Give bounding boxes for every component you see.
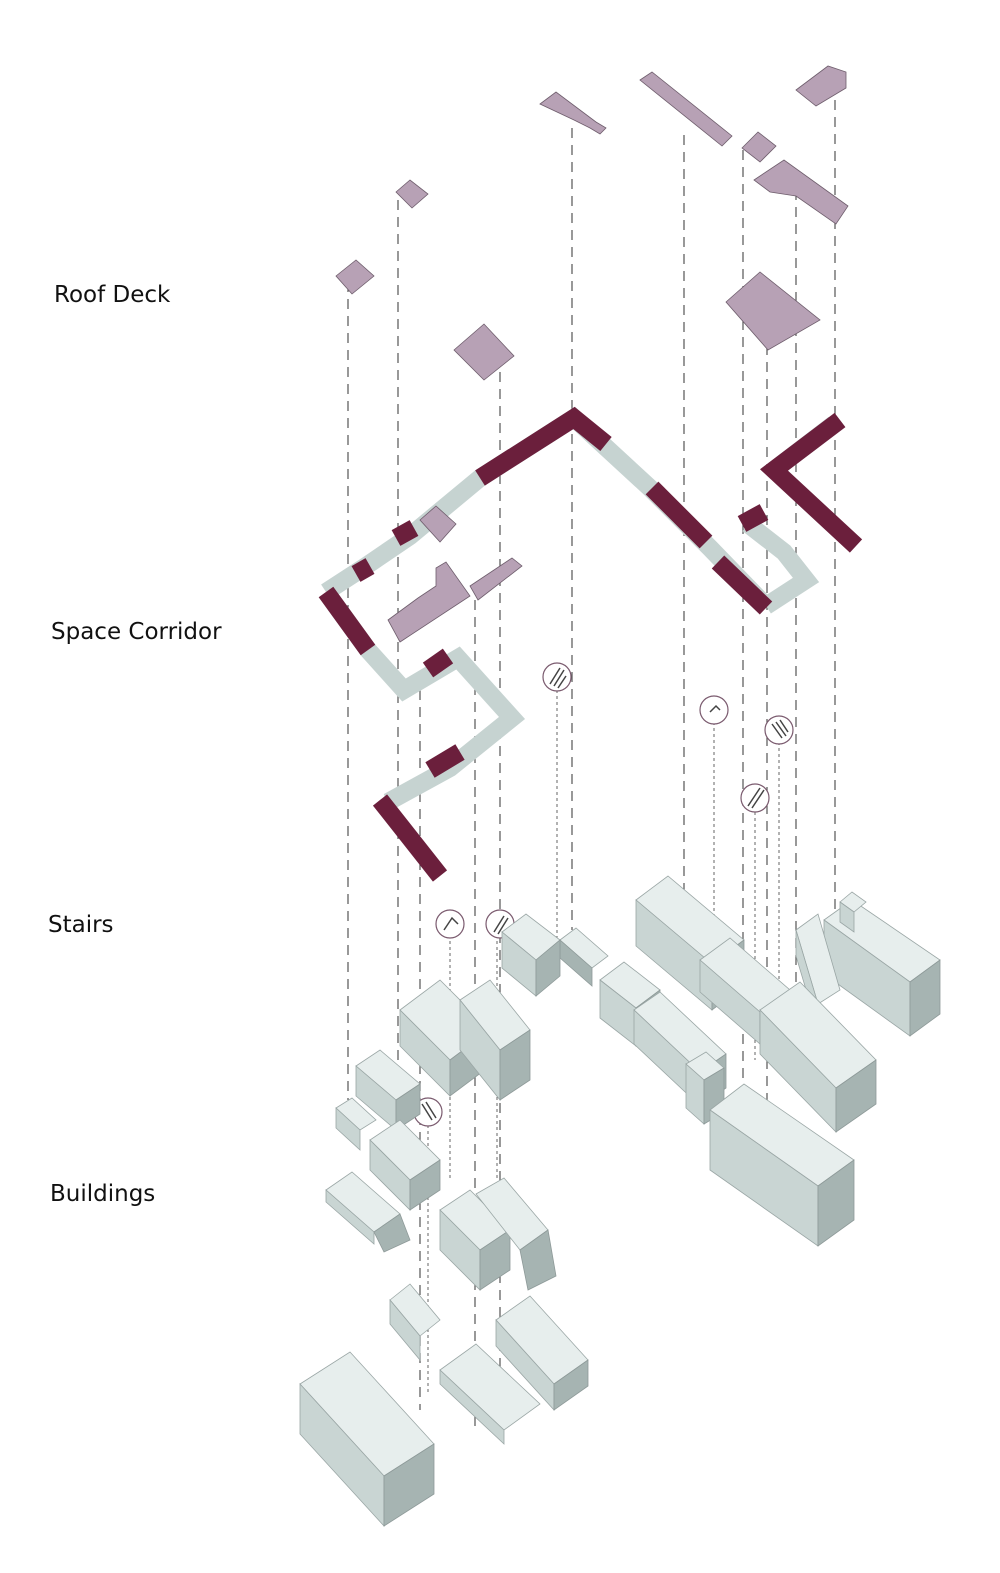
- roof-deck-panel: [725, 271, 821, 351]
- space-corridor-label: Space Corridor: [51, 619, 222, 645]
- building-block: [335, 1097, 377, 1151]
- building-block: [439, 1189, 511, 1291]
- roof-deck-panel: [539, 91, 607, 135]
- building-block: [389, 1283, 441, 1362]
- stair-icon: [699, 695, 729, 725]
- buildings-label: Buildings: [50, 1181, 156, 1207]
- building-block: [495, 1295, 589, 1412]
- roof-deck-panel: [639, 71, 733, 147]
- roof-deck-panel: [795, 65, 847, 107]
- building-block: [709, 1083, 855, 1247]
- roof-deck-layer: [335, 65, 849, 381]
- roof-deck-panel: [741, 131, 777, 163]
- building-block: [459, 979, 531, 1102]
- roof-deck-panel: [753, 159, 849, 225]
- stair-icon: [764, 715, 794, 745]
- corridor-platform: [419, 505, 457, 543]
- building-block: [559, 927, 609, 987]
- roof-deck-panel: [335, 259, 375, 295]
- buildings-layer: [299, 875, 941, 1528]
- building-block: [299, 1351, 435, 1528]
- building-block: [501, 913, 561, 997]
- corridor-platform: [387, 561, 471, 643]
- corridor-platform: [469, 557, 523, 601]
- space-corridor-layer: [318, 406, 863, 882]
- stair-icon: [435, 909, 465, 939]
- roof-deck-panel: [453, 323, 515, 381]
- stair-icon: [542, 662, 572, 692]
- roof-deck-panel: [395, 179, 429, 209]
- building-block: [325, 1171, 411, 1253]
- building-block: [759, 981, 877, 1133]
- building-block: [475, 1177, 557, 1291]
- building-block: [839, 891, 867, 933]
- building-block: [439, 1343, 541, 1445]
- stair-icon: [740, 783, 770, 813]
- building-block: [369, 1119, 441, 1211]
- roof-deck-label: Roof Deck: [54, 282, 171, 308]
- stairs-label: Stairs: [48, 912, 114, 938]
- building-block: [355, 1049, 421, 1131]
